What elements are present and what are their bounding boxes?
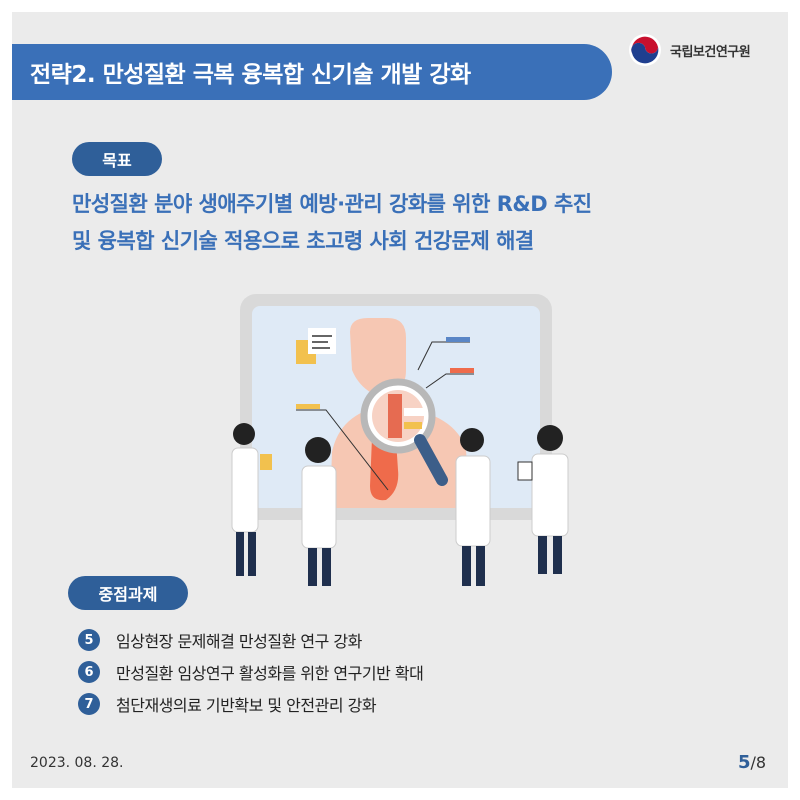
goal-line-2: 및 융복합 신기술 적용으로 초고령 사회 건강문제 해결 [72, 229, 534, 253]
page-current: 5 [738, 752, 751, 773]
task-label: 만성질환 임상연구 활성화를 위한 연구기반 확대 [116, 664, 424, 683]
publish-date: 2023. 08. 28. [30, 755, 124, 771]
org-logo: 국립보건연구원 [628, 32, 778, 68]
goal-label-badge: 목표 [72, 142, 162, 176]
list-item: 5 임상현장 문제해결 만성질환 연구 강화 [78, 624, 678, 656]
focus-tasks-label-badge: 중점과제 [68, 576, 188, 610]
goal-line-1: 만성질환 분야 생애주기별 예방·관리 강화를 위한 R&D 추진 [72, 192, 592, 216]
org-name: 국립보건연구원 [670, 44, 751, 60]
goal-text: 만성질환 분야 생애주기별 예방·관리 강화를 위한 R&D 추진 및 융복합 … [72, 186, 752, 260]
task-label: 첨단재생의료 기반확보 및 안전관리 강화 [116, 696, 377, 715]
task-number-badge: 6 [78, 661, 100, 683]
researchers-illustration [231, 294, 569, 586]
page-indicator: 5/8 [738, 752, 766, 773]
task-number-badge: 5 [78, 629, 100, 651]
page-total: /8 [750, 753, 767, 772]
page-title: 전략2. 만성질환 극복 융복합 신기술 개발 강화 [12, 44, 612, 100]
list-item: 6 만성질환 임상연구 활성화를 위한 연구기반 확대 [78, 656, 678, 688]
task-number-badge: 7 [78, 693, 100, 715]
focus-task-list: 5 임상현장 문제해결 만성질환 연구 강화 6 만성질환 임상연구 활성화를 … [78, 624, 678, 720]
task-label: 임상현장 문제해결 만성질환 연구 강화 [116, 632, 362, 651]
list-item: 7 첨단재생의료 기반확보 및 안전관리 강화 [78, 688, 678, 720]
taegeuk-emblem-icon [629, 34, 661, 66]
